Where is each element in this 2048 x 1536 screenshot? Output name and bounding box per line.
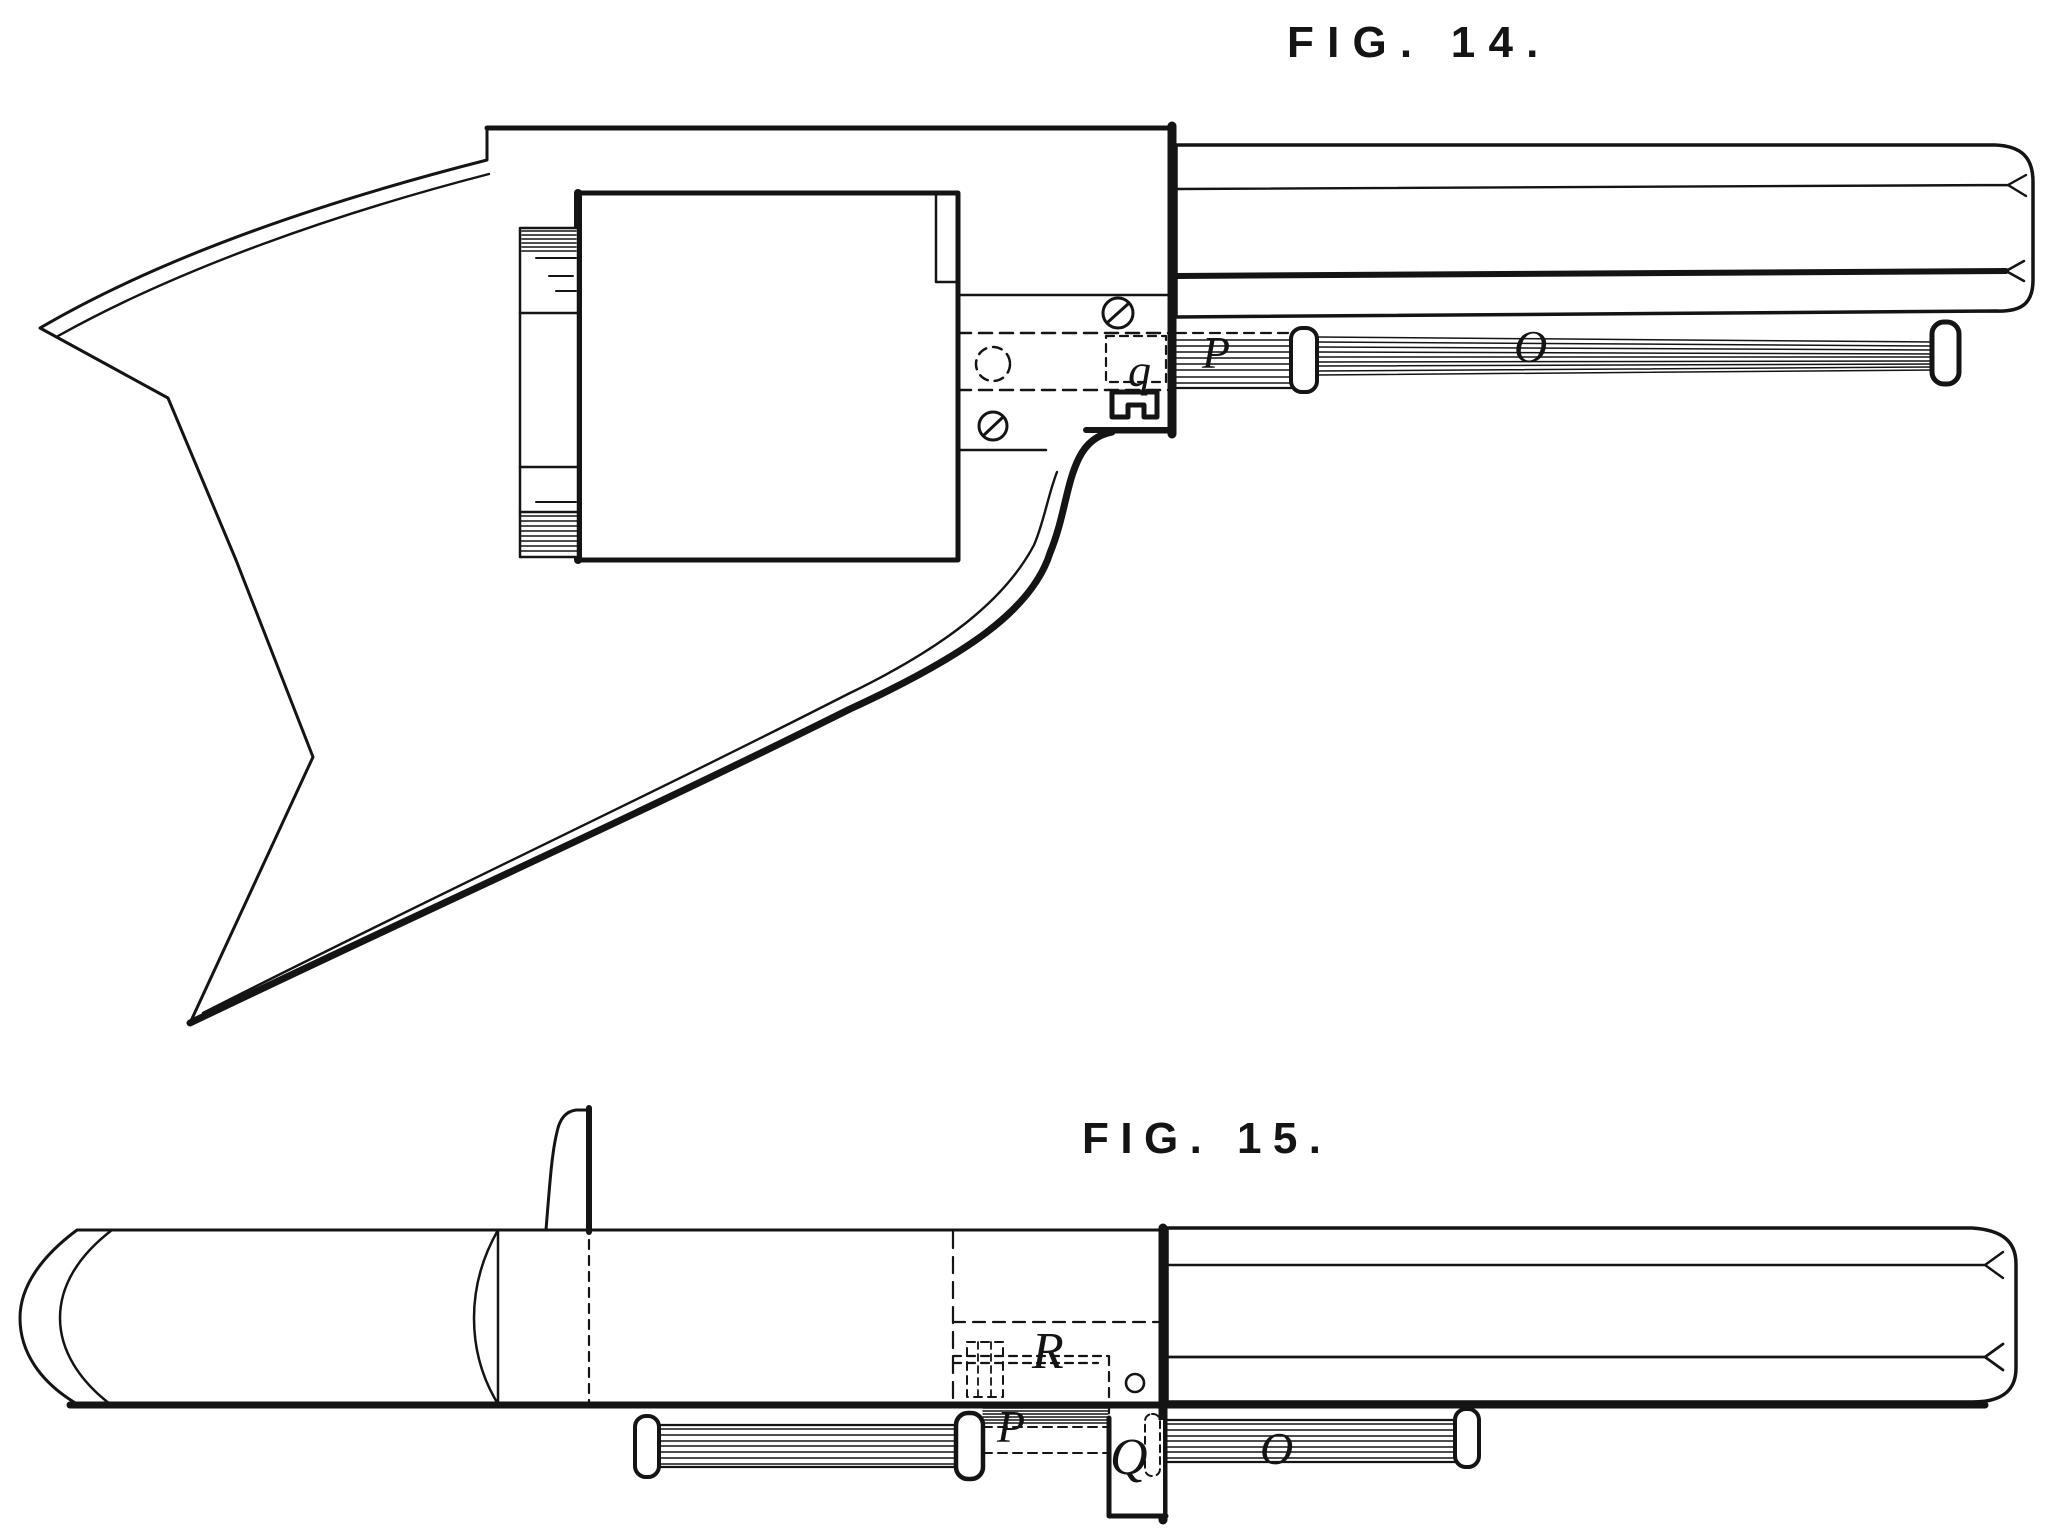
fig14-band-top-hatching: [521, 230, 577, 252]
fig15-barrel-body: [1165, 1226, 2018, 1404]
fig14-barrel-facet-line-upper: [1174, 173, 2028, 198]
fig14-hidden-pivot-dashed-circle: [974, 345, 1012, 383]
fig15-barrel-facet-line-lower: [1165, 1342, 2005, 1372]
fig14-rod-end-cap: [1929, 319, 1962, 387]
fig15-butt-inner-arc: [58, 1228, 114, 1406]
fig14-part-label-p: P: [1202, 327, 1231, 378]
fig14-rod-collar: [1289, 326, 1319, 394]
fig15-rod-p-hatching: [982, 1407, 1109, 1424]
fig14-hidden-latch-dashed-box: [1104, 334, 1168, 384]
fig14-barrel-facet-lower-chamfer: [2004, 259, 2026, 283]
fig14-grip-back-inner-line: [56, 172, 491, 338]
fig14-upper-screw-slot: [1106, 302, 1130, 324]
fig14-barrel-facet-line-lower: [1173, 268, 2009, 279]
fig14-grip-bottom-heavy-edge: [186, 428, 1116, 1027]
fig15-part-label-o: O: [1260, 1423, 1294, 1474]
fig14-drawing: [38, 121, 2035, 1027]
fig15-rod-right-hatching: [1166, 1423, 1458, 1459]
fig14-barrel-body: [1174, 143, 2035, 319]
fig14-title: FIG. 14.: [1287, 18, 1552, 67]
fig15-body-outline: [18, 1228, 1165, 1406]
fig15-hidden-collar-dashed-pill: [1144, 1413, 1161, 1477]
fig15-rod-p-dashed-outline: [982, 1426, 1109, 1454]
fig14-lower-screw-icon: [977, 410, 1009, 442]
fig15-joint-seam-arc: [472, 1228, 500, 1406]
fig15-drawing: [18, 1105, 2018, 1525]
fig14-cylinder-rear-band: [518, 226, 580, 559]
fig15-rod-left-outline: [656, 1423, 960, 1469]
fig15-part-label-r: R: [1032, 1323, 1064, 1380]
fig14-lower-screw-slot: [982, 416, 1004, 437]
fig15-rod-right-end-cap: [1453, 1407, 1481, 1469]
fig15-hammer-spur: [544, 1108, 591, 1232]
fig14-band-bottom-hatching: [520, 515, 578, 552]
fig14-rod-p-hatching: [1175, 339, 1292, 384]
fig14-part-label-o: O: [1514, 321, 1548, 372]
fig15-rod-collar: [953, 1410, 986, 1482]
fig15-hidden-latch-inner-dashed: [977, 1341, 992, 1398]
fig14-band-dividers: [518, 311, 580, 514]
fig15-carrier-block-outline: [1106, 1415, 1169, 1519]
fig15-hidden-channel-dashed-pair: [951, 1354, 1110, 1365]
fig15-title: FIG. 15.: [1082, 1114, 1333, 1163]
fig14-catch-bracket: [1109, 389, 1160, 420]
fig14-cylinder-corner-notch: [934, 194, 960, 284]
fig14-part-label-q: q: [1128, 345, 1151, 396]
fig15-barrel-facet-line-upper: [1165, 1250, 2005, 1280]
fig15-rod-left-end-cap: [633, 1414, 661, 1479]
fig15-hidden-latch-dashed-box: [966, 1341, 1004, 1398]
fig14-upper-screw-icon: [1101, 296, 1135, 330]
fig14-band-step-lines: [535, 257, 577, 292]
fig15-rod-right-outline: [1165, 1418, 1459, 1464]
fig15-part-label-p: P: [997, 1401, 1026, 1452]
fig14-grip-bottom-inner-line: [201, 470, 1059, 1015]
fig15-carrier-block-fill: [1110, 1420, 1163, 1516]
fig14-spring-rod-o-lines: [1316, 336, 1934, 376]
fig15-part-label-q: Q: [1110, 1429, 1148, 1486]
fig15-pivot-hole: [1124, 1372, 1146, 1394]
fig14-cylinder-body: [575, 190, 961, 563]
fig15-rod-left-hatching: [657, 1428, 959, 1465]
